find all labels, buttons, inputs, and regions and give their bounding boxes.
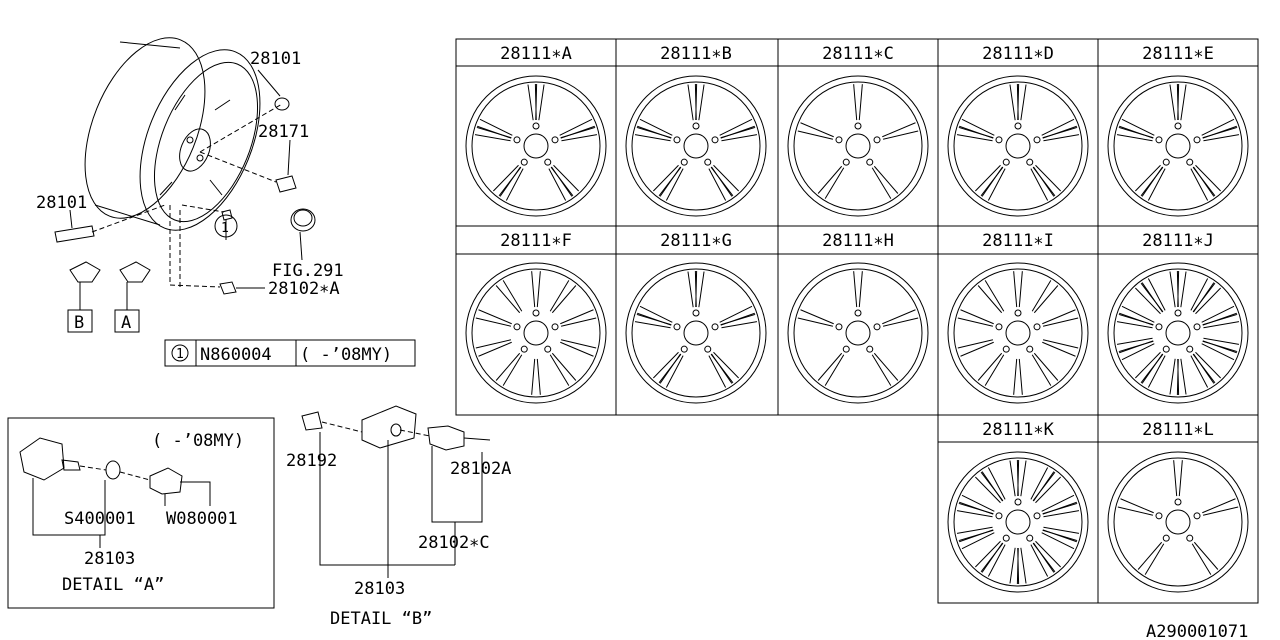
wheel-label: 28111∗L [1142, 420, 1214, 440]
wheel-grid-lines [455, 38, 1259, 604]
wheel-drawing [787, 262, 929, 404]
wheel-label: 28111∗G [660, 231, 732, 251]
detail-b-title: DETAIL “B” [330, 609, 432, 629]
wheel-drawing [787, 75, 929, 217]
wheel-cell-28111-l: 28111∗L [1107, 420, 1249, 593]
label-28103-b: 28103 [354, 579, 405, 599]
wheel-drawing [625, 75, 767, 217]
wheel-drawing [1107, 75, 1249, 217]
detail-b-parts [301, 405, 491, 578]
wheel-label: 28111∗E [1142, 44, 1214, 64]
wheel-drawing [465, 262, 607, 404]
wheel-drawing [947, 75, 1089, 217]
wheel-cell-28111-k: 28111∗K [947, 420, 1089, 593]
wheel-label: 28111∗F [500, 231, 572, 251]
wheel-label: 28111∗J [1142, 231, 1214, 251]
wheel-cells: 28111∗A 28111∗B 28111∗C 28111∗D 28111∗E 28111… [465, 44, 1249, 593]
label-fig291: FIG.291 [272, 261, 344, 281]
wheel-cell-28111-j: 28111∗J [1107, 231, 1249, 404]
wheel-label: 28111∗D [982, 44, 1054, 64]
wheel-drawing [1107, 451, 1249, 593]
label-28102c: 28102∗C [418, 533, 490, 553]
detail-a-note: ( -’08MY) [152, 431, 244, 451]
wheel-drawing [1107, 262, 1249, 404]
wheel-cell-28111-b: 28111∗B [625, 44, 767, 217]
detail-a-box [7, 417, 275, 609]
ref-code: A290001071 [1146, 622, 1248, 640]
wheel-cell-28111-h: 28111∗H [787, 231, 929, 404]
detail-a-title: DETAIL “A” [62, 575, 164, 595]
wheel-cell-28111-f: 28111∗F [465, 231, 607, 404]
wheel-label: 28111∗I [982, 231, 1054, 251]
wheel-drawing [465, 75, 607, 217]
wheel-cell-28111-g: 28111∗G [625, 231, 767, 404]
wheel-label: 28111∗B [660, 44, 732, 64]
label-28102a-b: 28102A [450, 459, 511, 479]
main-wheel [84, 37, 261, 231]
wheel-drawing [947, 451, 1089, 593]
label-w080001: W080001 [166, 509, 238, 529]
label-28103-a: 28103 [84, 549, 135, 569]
label-28192: 28192 [286, 451, 337, 471]
legend-box [164, 339, 416, 367]
wheel-cell-28111-a: 28111∗A [465, 44, 607, 217]
label-28102a-top: 28102∗A [268, 279, 340, 299]
wheel-drawing [947, 262, 1089, 404]
wheel-cell-28111-d: 28111∗D [947, 44, 1089, 217]
label-28101-left: 28101 [36, 193, 87, 213]
box-b-label: B [74, 313, 84, 333]
box-a-label: A [121, 313, 131, 333]
wheel-cell-28111-c: 28111∗C [787, 44, 929, 217]
label-28171: 28171 [258, 122, 309, 142]
wheel-label: 28111∗A [500, 44, 572, 64]
wheel-label: 28111∗K [982, 420, 1054, 440]
label-s400001: S400001 [64, 509, 136, 529]
wheel-cell-28111-e: 28111∗E [1107, 44, 1249, 217]
callout-number: 1 [221, 221, 229, 236]
wheel-label: 28111∗C [822, 44, 894, 64]
wheel-cell-28111-i: 28111∗I [947, 231, 1089, 404]
legend-num: 1 [176, 347, 184, 362]
legend-note: ( -’08MY) [300, 345, 392, 365]
valve-parts [54, 69, 316, 333]
wheel-drawing [625, 262, 767, 404]
legend-part: N860004 [200, 345, 272, 365]
label-28101-top: 28101 [250, 49, 301, 69]
wheel-label: 28111∗H [822, 231, 894, 251]
